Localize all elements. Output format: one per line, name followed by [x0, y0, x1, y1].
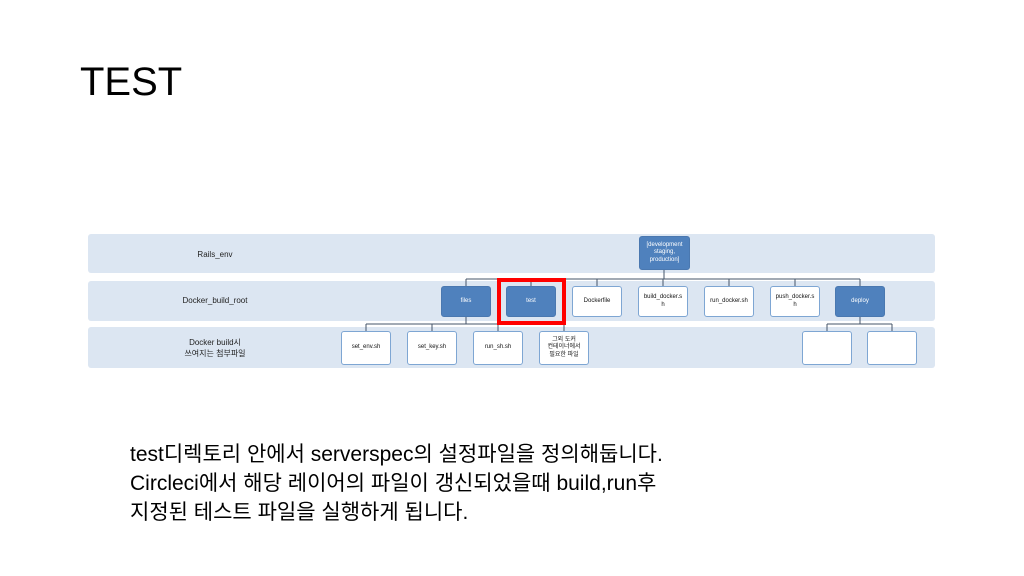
node-label: deploy: [851, 297, 869, 304]
slide-title: TEST: [80, 60, 183, 104]
caption-line: 지정된 테스트 파일을 실행하게 됩니다.: [130, 501, 469, 524]
band-label-docker-build-root: Docker_build_root: [182, 296, 248, 305]
node-line: 필요한 파일: [549, 351, 579, 358]
node-line: h: [661, 301, 665, 308]
node-set-env-sh: set_env.sh: [341, 331, 391, 365]
node-rails-env-root: [development staging, production]: [639, 236, 690, 270]
node-test: test: [506, 286, 556, 317]
test-highlight-box: [497, 278, 566, 325]
node-deploy: deploy: [835, 286, 885, 317]
node-label: set_key.sh: [417, 344, 447, 351]
band-label-line: 쓰여지는 첨부파일: [184, 349, 246, 358]
node-label: run_sh.sh: [484, 344, 512, 351]
node-other-docker-files: 그외 도커 컨테이너에서 필요한 파일: [539, 331, 589, 365]
node-label: set_env.sh: [351, 344, 381, 351]
node-set-key-sh: set_key.sh: [407, 331, 457, 365]
node-run-sh-sh: run_sh.sh: [473, 331, 523, 365]
slide-caption: test디렉토리 안에서 serverspec의 설정파일을 정의해둡니다. C…: [130, 440, 930, 527]
node-build-docker-sh: build_docker.s h: [638, 286, 688, 317]
node-line: [development: [646, 241, 683, 248]
node-deploy-child-1: [802, 331, 852, 365]
node-label: files: [460, 297, 472, 304]
band-label-line: Docker build시: [189, 338, 241, 347]
node-files: files: [441, 286, 491, 317]
node-line: 그외 도커: [552, 336, 576, 343]
node-deploy-child-2: [867, 331, 917, 365]
node-label: test: [526, 297, 536, 304]
node-run-docker-sh: run_docker.sh: [704, 286, 754, 317]
node-dockerfile: Dockerfile: [572, 286, 622, 317]
node-line: staging,: [653, 249, 675, 256]
caption-line: test디렉토리 안에서 serverspec의 설정파일을 정의해둡니다.: [130, 443, 663, 466]
node-line: h: [793, 301, 797, 308]
node-label: Dockerfile: [583, 297, 611, 304]
band-label-docker-build-files: Docker build시 쓰여지는 첨부파일: [160, 337, 270, 359]
band-label-rails-env: Rails_env: [197, 250, 233, 259]
band-rails-env: [88, 234, 935, 273]
node-line: production]: [649, 256, 680, 263]
node-push-docker-sh: push_docker.s h: [770, 286, 820, 317]
node-label: run_docker.sh: [710, 297, 748, 304]
caption-line: Circleci에서 해당 레이어의 파일이 갱신되었을때 build,run후: [130, 472, 657, 495]
node-line: build_docker.s: [643, 294, 683, 300]
node-line: push_docker.s: [775, 294, 815, 300]
node-line: 컨테이너에서: [547, 344, 581, 351]
